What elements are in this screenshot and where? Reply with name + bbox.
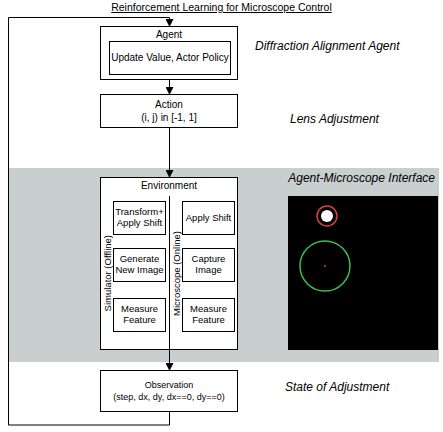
process-box: Measure Feature — [182, 298, 235, 332]
process-box: Observation (step, dx, dy, dx==0, dy==0) — [100, 370, 238, 412]
box-heading: Environment — [101, 180, 237, 192]
process-box: Generate New Image — [113, 248, 166, 282]
node-subtext: (i, j) in [-1, 1] — [141, 112, 197, 124]
mode-column: Microscope (Online)Apply ShiftCapture Im… — [169, 196, 239, 351]
center-ring — [300, 241, 350, 291]
node-text: Measure Feature — [114, 304, 165, 326]
node-text: Observation — [145, 380, 194, 390]
node-text: Transform+ Apply Shift — [114, 207, 165, 229]
process-box: AgentUpdate Value, Actor Policy — [100, 26, 238, 80]
diagram-title: Reinforcement Learning for Microscope Co… — [0, 1, 443, 13]
target-ring — [317, 206, 337, 226]
node-text: Environment — [101, 180, 237, 192]
side-label: Lens Adjustment — [290, 112, 379, 126]
node-text: Update Value, Actor Policy — [111, 52, 229, 64]
node-text: Measure Feature — [183, 304, 234, 326]
box-heading: Agent — [101, 29, 237, 41]
detector-image — [288, 196, 438, 350]
image-background — [288, 196, 438, 350]
side-label: Diffraction Alignment Agent — [255, 39, 400, 53]
center-dot — [324, 265, 326, 267]
mode-column: Simulator (Offline)Transform+ Apply Shif… — [101, 196, 169, 351]
side-label: State of Adjustment — [285, 380, 389, 394]
flow-arrow — [169, 80, 170, 94]
process-box: Transform+ Apply Shift — [113, 201, 166, 235]
beam-spot — [321, 210, 333, 222]
process-box: Update Value, Actor Policy — [109, 41, 231, 75]
node-text: Apply Shift — [186, 213, 231, 224]
node-text: Generate New Image — [114, 254, 165, 276]
band-heading: Agent-Microscope Interface — [288, 172, 435, 186]
process-box: Capture Image — [182, 248, 235, 282]
process-box: EnvironmentSimulator (Offline)Transform+… — [100, 177, 238, 350]
process-box: Action(i, j) in [-1, 1] — [100, 94, 238, 128]
node-text: Capture Image — [183, 254, 234, 276]
node-subtext: (step, dx, dy, dx==0, dy==0) — [113, 392, 224, 402]
process-box: Measure Feature — [113, 298, 166, 332]
node-text: Action — [155, 99, 183, 111]
node-text: Agent — [101, 29, 237, 41]
process-box: Apply Shift — [182, 201, 235, 235]
node-text: Agent-Microscope Interface — [288, 172, 435, 186]
